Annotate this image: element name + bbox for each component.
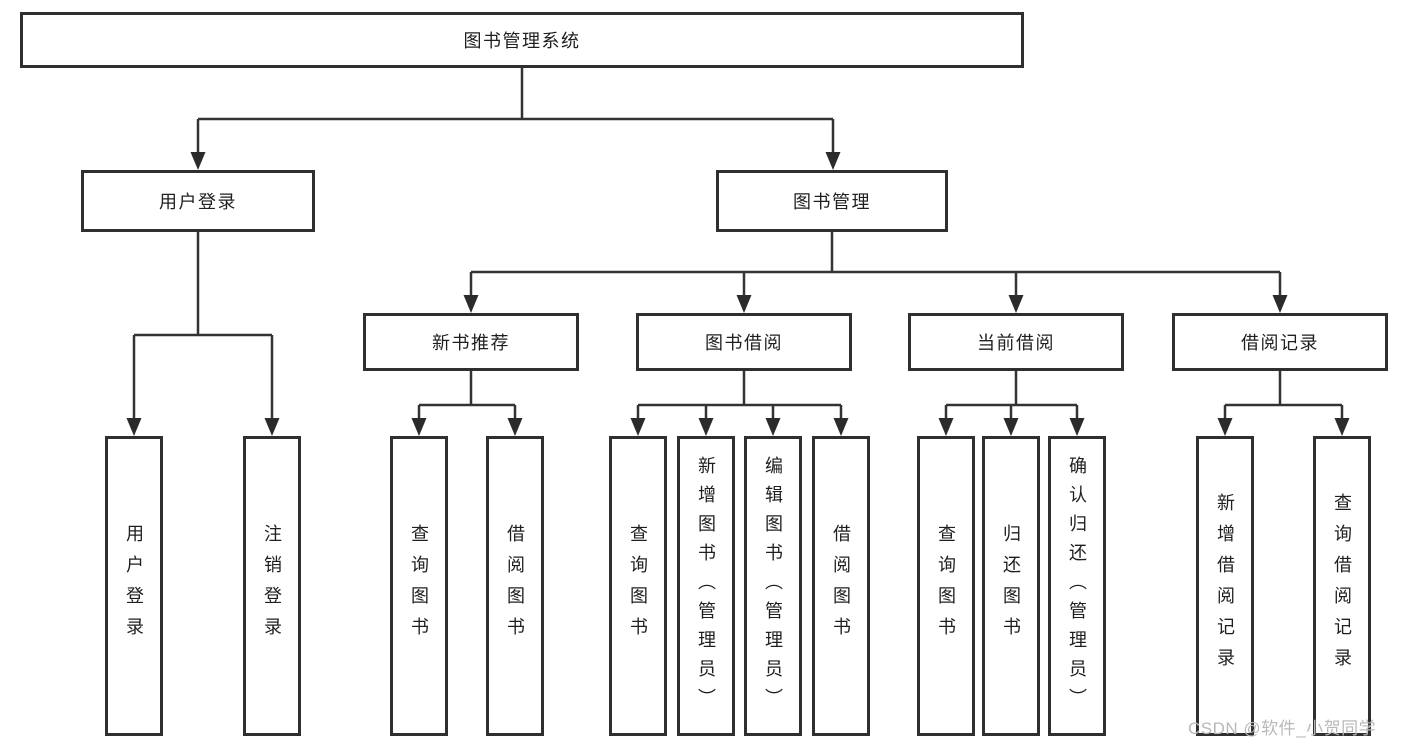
leaf-logout: 注销登录	[243, 436, 301, 736]
leaf-add-borrow-record: 新增借阅记录	[1196, 436, 1254, 736]
node-root: 图书管理系统	[20, 12, 1024, 68]
node-label: 当前借阅	[977, 333, 1055, 353]
leaf-user-login: 用户登录	[105, 436, 163, 736]
node-label: 用户登录	[124, 524, 144, 648]
node-label: 新增图书（管理员）	[696, 455, 716, 717]
node-label: 确认归还（管理员）	[1067, 455, 1087, 717]
node-label: 借阅图书	[505, 524, 525, 648]
leaf-query-borrow-record: 查询借阅记录	[1313, 436, 1371, 736]
leaf-newbook-borrow-books: 借阅图书	[486, 436, 544, 736]
csdn-watermark: CSDN @软件_小贺同学	[1188, 719, 1377, 738]
leaf-borrow-books: 借阅图书	[812, 436, 870, 736]
leaf-current-query-books: 查询图书	[917, 436, 975, 736]
node-label: 用户登录	[159, 192, 237, 212]
node-label: 新增借阅记录	[1215, 493, 1235, 679]
node-label: 图书管理	[793, 192, 871, 212]
node-label: 查询借阅记录	[1332, 493, 1352, 679]
leaf-newbook-query-books: 查询图书	[390, 436, 448, 736]
node-label: 查询图书	[628, 524, 648, 648]
node-label: 注销登录	[262, 524, 282, 648]
node-label: 借阅记录	[1241, 333, 1319, 353]
node-book-management: 图书管理	[716, 170, 948, 232]
node-current-borrow: 当前借阅	[908, 313, 1124, 371]
node-label: 图书管理系统	[463, 31, 581, 51]
leaf-return-books: 归还图书	[982, 436, 1040, 736]
node-borrow-records: 借阅记录	[1172, 313, 1388, 371]
node-new-book-recommend: 新书推荐	[363, 313, 579, 371]
node-label: 编辑图书（管理员）	[763, 455, 783, 717]
leaf-add-book-admin: 新增图书（管理员）	[677, 436, 735, 736]
node-label: 归还图书	[1001, 524, 1021, 648]
leaf-borrow-query-books: 查询图书	[609, 436, 667, 736]
node-user-login: 用户登录	[81, 170, 315, 232]
node-label: 查询图书	[409, 524, 429, 648]
node-book-borrow: 图书借阅	[636, 313, 852, 371]
node-label: 新书推荐	[432, 333, 510, 353]
node-label: 图书借阅	[705, 333, 783, 353]
node-label: 查询图书	[936, 524, 956, 648]
leaf-confirm-return-admin: 确认归还（管理员）	[1048, 436, 1106, 736]
leaf-edit-book-admin: 编辑图书（管理员）	[744, 436, 802, 736]
node-label: 借阅图书	[831, 524, 851, 648]
